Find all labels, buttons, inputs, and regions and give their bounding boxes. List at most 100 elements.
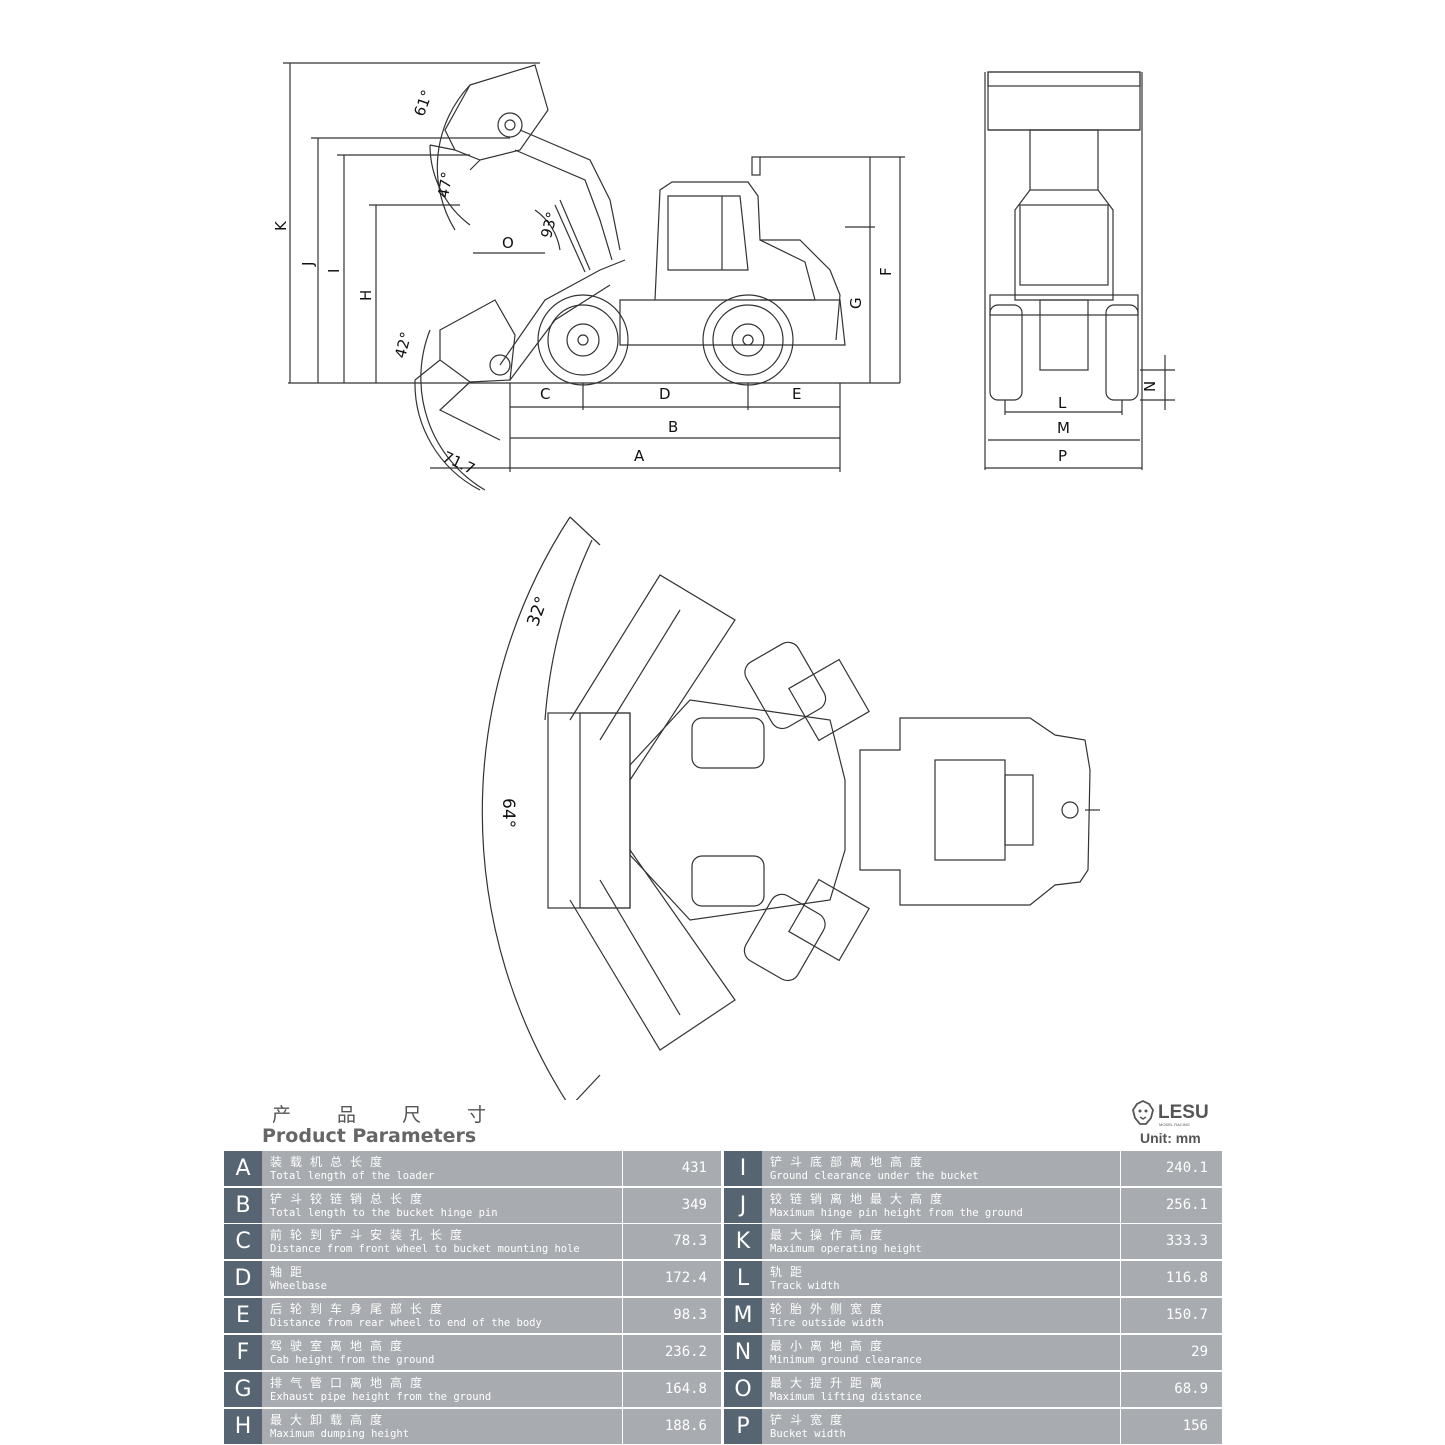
dim-letter-K: K — [272, 220, 290, 231]
dim-letter-E: E — [792, 385, 801, 403]
lesu-logo: LESU MODEL RACING — [1132, 1100, 1214, 1130]
param-row-G: G 排气管口离地高度 Exhaust pipe height from the … — [224, 1371, 721, 1407]
param-row-J: J 铰链销离地最大高度 Maximum hinge pin height fro… — [724, 1187, 1222, 1223]
param-name-en: Maximum dumping height — [270, 1428, 410, 1440]
technical-drawing: K J I H O F G C D E B A N L M P 61° 47° … — [272, 62, 1175, 1100]
top-view-loader — [481, 516, 1100, 1100]
param-name-en: Distance from rear wheel to end of the b… — [270, 1317, 542, 1329]
dim-letter-C: C — [540, 385, 550, 403]
param-value: 349 — [622, 1188, 721, 1223]
param-value: 68.9 — [1120, 1372, 1222, 1407]
param-name-cn: 铲斗铰链销总长度 — [270, 1192, 431, 1206]
param-value: 150.7 — [1120, 1298, 1222, 1333]
lion-head-icon — [1132, 1100, 1154, 1125]
param-name-cn: 轮胎外侧宽度 — [770, 1302, 891, 1316]
param-name-cn: 排气管口离地高度 — [270, 1376, 431, 1390]
param-key: L — [724, 1261, 762, 1296]
param-name-en: Minimum ground clearance — [770, 1354, 922, 1366]
param-row-H: H 最大卸载高度 Maximum dumping height 188.6 — [224, 1408, 721, 1444]
parameters-table: A 装载机总长度 Total length of the loader 431 … — [224, 1150, 1222, 1445]
param-name-cn: 最大操作高度 — [770, 1228, 891, 1242]
param-key: B — [224, 1188, 262, 1223]
angle-47-label: 47° — [434, 170, 456, 199]
param-key: F — [224, 1335, 262, 1370]
dim-letter-I: I — [325, 269, 343, 273]
dim-letter-N: N — [1141, 381, 1159, 392]
dim-letter-O: O — [502, 234, 514, 252]
param-row-I: I 铲斗底部离地高度 Ground clearance under the bu… — [724, 1150, 1222, 1186]
side-view-loader — [283, 62, 905, 491]
param-value: 236.2 — [622, 1335, 721, 1370]
param-row-A: A 装载机总长度 Total length of the loader 431 — [224, 1150, 721, 1186]
param-name-cn: 铰链销离地最大高度 — [770, 1192, 951, 1206]
param-key: P — [724, 1409, 762, 1444]
param-row-K: K 最大操作高度 Maximum operating height 333.3 — [724, 1223, 1222, 1259]
dim-letter-D: D — [659, 385, 671, 403]
param-name-cn: 驾驶室离地高度 — [270, 1339, 411, 1353]
param-name-cn: 最大卸载高度 — [270, 1413, 391, 1427]
dim-letter-G: G — [847, 297, 865, 309]
param-value: 98.3 — [622, 1298, 721, 1333]
param-value: 156 — [1120, 1409, 1222, 1444]
param-value: 172.4 — [622, 1261, 721, 1296]
param-name-en: Wheelbase — [270, 1280, 327, 1292]
param-row-L: L 轨距 Track width 116.8 — [724, 1260, 1222, 1296]
angle-64-label: 64° — [498, 798, 518, 828]
param-row-B: B 铲斗铰链销总长度 Total length to the bucket hi… — [224, 1187, 721, 1223]
param-name-cn: 铲斗宽度 — [770, 1413, 851, 1427]
param-value: 116.8 — [1120, 1261, 1222, 1296]
dim-letter-H: H — [357, 290, 375, 301]
param-name-en: Maximum hinge pin height from the ground — [770, 1207, 1023, 1219]
param-key: A — [224, 1151, 262, 1186]
param-name-en: Maximum lifting distance — [770, 1391, 922, 1403]
param-row-C: C 前轮到铲斗安装孔长度 Distance from front wheel t… — [224, 1223, 721, 1259]
unit-label: Unit: mm — [1140, 1130, 1201, 1146]
angle-32-label: 32° — [523, 594, 552, 629]
param-name-cn: 最小离地高度 — [770, 1339, 891, 1353]
param-name-en: Distance from front wheel to bucket moun… — [270, 1243, 580, 1255]
dim-letter-P: P — [1058, 447, 1067, 465]
angle-61-label: 61° — [410, 88, 436, 119]
param-row-P: P 铲斗宽度 Bucket width 156 — [724, 1408, 1222, 1444]
param-name-cn: 最大提升距离 — [770, 1376, 891, 1390]
param-value: 240.1 — [1120, 1151, 1222, 1186]
front-view-loader — [984, 71, 1175, 470]
param-row-N: N 最小离地高度 Minimum ground clearance 29 — [724, 1334, 1222, 1370]
param-value: 188.6 — [622, 1409, 721, 1444]
param-value: 164.8 — [622, 1372, 721, 1407]
param-key: J — [724, 1188, 762, 1223]
angle-71-label: 71.7 — [440, 448, 478, 478]
param-name-en: Total length to the bucket hinge pin — [270, 1207, 498, 1219]
param-name-cn: 后轮到车身尾部长度 — [270, 1302, 451, 1316]
param-key: K — [724, 1224, 762, 1259]
logo-subtext: MODEL RACING — [1159, 1122, 1190, 1127]
param-name-en: Tire outside width — [770, 1317, 884, 1329]
param-name-cn: 轴距 — [270, 1265, 311, 1279]
dim-letter-A: A — [634, 447, 645, 465]
param-key: O — [724, 1372, 762, 1407]
logo-text: LESU — [1158, 1102, 1209, 1123]
angle-42-label: 42° — [391, 330, 415, 360]
param-name-en: Bucket width — [770, 1428, 846, 1440]
param-key: G — [224, 1372, 262, 1407]
param-key: M — [724, 1298, 762, 1333]
param-row-F: F 驾驶室离地高度 Cab height from the ground 236… — [224, 1334, 721, 1370]
param-name-en: Maximum operating height — [770, 1243, 922, 1255]
param-key: N — [724, 1335, 762, 1370]
param-value: 29 — [1120, 1335, 1222, 1370]
dim-letter-M: M — [1057, 419, 1070, 437]
param-value: 431 — [622, 1151, 721, 1186]
param-key: I — [724, 1151, 762, 1186]
param-name-en: Total length of the loader — [270, 1170, 435, 1182]
param-key: C — [224, 1224, 262, 1259]
title-chinese: 产 品 尺 寸 — [272, 1104, 507, 1126]
param-name-en: Cab height from the ground — [270, 1354, 435, 1366]
dim-letter-B: B — [668, 418, 678, 436]
param-name-en: Ground clearance under the bucket — [770, 1170, 979, 1182]
param-key: H — [224, 1409, 262, 1444]
param-name-cn: 铲斗底部离地高度 — [770, 1155, 931, 1169]
dim-letter-F: F — [877, 267, 895, 276]
param-name-en: Exhaust pipe height from the ground — [270, 1391, 492, 1403]
param-name-en: Track width — [770, 1280, 840, 1292]
param-row-E: E 后轮到车身尾部长度 Distance from rear wheel to … — [224, 1297, 721, 1333]
